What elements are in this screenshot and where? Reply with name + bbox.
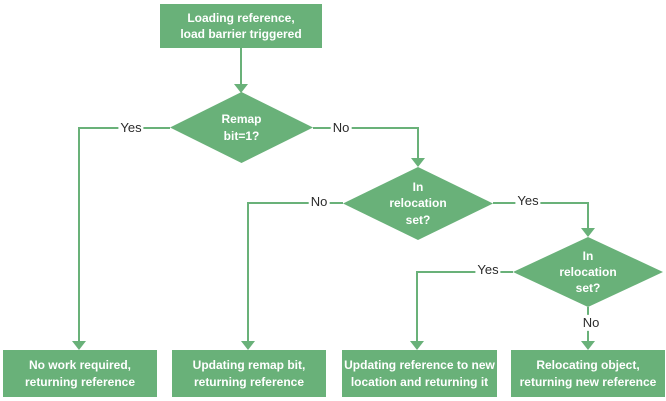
- edge-label-relocation2-yes: Yes: [475, 261, 501, 279]
- connector-relocation1-no-vertical: [247, 202, 249, 341]
- arrowhead-into-no-work-box: [72, 341, 86, 350]
- arrowhead-into-relocation1-decision: [411, 158, 425, 167]
- connector-remap-yes-vertical: [78, 127, 80, 341]
- node-decision-relocation-set-1: In relocation set?: [343, 167, 493, 240]
- node-end-relocating-object: Relocating object, returning new referen…: [511, 350, 665, 397]
- arrowhead-into-relocate-box: [581, 341, 595, 350]
- connector-start-to-remap: [240, 47, 242, 87]
- node-decision-relocation-set-2: In relocation set?: [513, 237, 663, 307]
- connector-remap-no-vertical: [417, 127, 419, 158]
- connector-relocation2-yes-horizontal: [417, 271, 513, 273]
- arrowhead-into-update-remap-box: [241, 341, 255, 350]
- arrowhead-into-remap-decision: [234, 84, 248, 93]
- connector-relocation1-yes-horizontal: [493, 202, 589, 204]
- node-start: Loading reference, load barrier triggere…: [160, 4, 322, 48]
- connector-relocation2-yes-vertical: [416, 271, 418, 341]
- edge-label-relocation1-yes: Yes: [515, 192, 541, 210]
- edge-label-relocation1-no: No: [308, 193, 330, 211]
- connector-relocation1-no-horizontal: [248, 202, 343, 204]
- edge-label-remap-yes: Yes: [118, 119, 144, 137]
- edge-label-remap-no: No: [330, 119, 352, 137]
- arrowhead-into-update-reference-box: [410, 341, 424, 350]
- connector-remap-no-horizontal: [313, 127, 419, 129]
- node-end-updating-remap-bit: Updating remap bit, returning reference: [172, 350, 326, 397]
- arrowhead-into-relocation2-decision: [581, 228, 595, 237]
- edge-label-relocation2-no: No: [580, 314, 602, 332]
- node-end-updating-reference: Updating reference to new location and r…: [342, 350, 497, 397]
- connector-relocation1-yes-vertical: [587, 202, 589, 228]
- node-decision-remap-bit: Remap bit=1?: [170, 92, 313, 163]
- node-end-no-work-required: No work required, returning reference: [3, 350, 157, 397]
